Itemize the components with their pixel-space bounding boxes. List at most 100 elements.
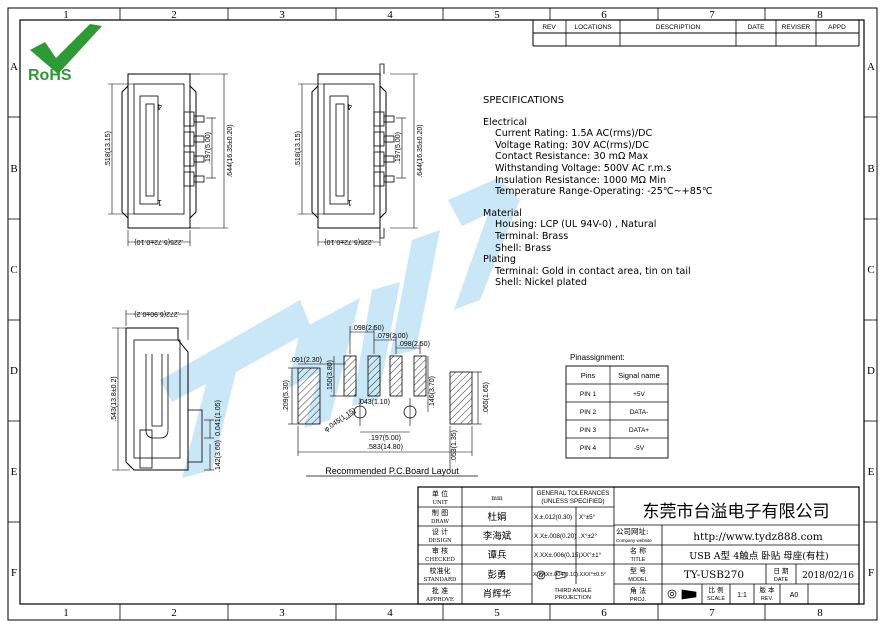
row-label: C	[867, 264, 874, 276]
col-label: 7	[709, 607, 715, 619]
pcb-dim: .197(5.00)	[369, 435, 401, 442]
col-label: 6	[601, 9, 607, 21]
drawn-label-en: DRAW	[431, 519, 449, 525]
spec-line: Shell: Brass	[495, 242, 552, 254]
pcb-dim: .053(1.35)	[451, 430, 458, 462]
date-label-en: DATE	[774, 577, 789, 583]
pcb-dim: .209(5.30)	[283, 380, 290, 412]
side-dim-top-width: .272(6.90±0.2)	[134, 310, 179, 317]
rev-label-en: REV.	[761, 596, 774, 602]
spec-line: Withstanding Voltage: 500V AC r.m.s	[495, 162, 672, 174]
spec-line: Temperature Range-Operating: -25℃~+85℃	[495, 186, 713, 198]
pin-cell: PIN 4	[580, 445, 597, 452]
row-label: A	[10, 61, 18, 73]
title-block	[417, 486, 860, 605]
pcb-dim: .146(3.70)	[429, 376, 436, 408]
row-label: B	[867, 163, 874, 175]
signal-cell: +5V	[633, 391, 645, 398]
projection-mini-symbol	[667, 589, 697, 600]
side-view-text: .272(6.90±0.2) .543(13.8±0.2) 0.041(1.05…	[111, 310, 222, 472]
spec-line: Voltage Rating: 30V AC(rms)/DC	[495, 139, 650, 151]
tolerance-angle: .XXX°±0.5°	[578, 572, 606, 578]
col-label: 7	[709, 9, 715, 21]
model-value: TY-USB270	[684, 569, 744, 581]
appd-header: APPD	[828, 24, 846, 31]
col-label: 4	[387, 9, 393, 21]
row-labels-left: A B C D E F	[10, 61, 18, 579]
material-heading: Material	[483, 207, 522, 219]
pcb-dim: .079(2.00)	[376, 333, 408, 340]
pcb-pad-right	[449, 371, 473, 425]
col-label: 4	[387, 607, 393, 619]
projection-symbol	[536, 570, 567, 580]
front-dim-lines	[108, 73, 228, 246]
tolerance-linear: X.±.012(0.30)	[534, 514, 572, 521]
title-block-text: 单 位 UNIT 制 图 DRAW 设 计 DESIGN 审 核 CHECKED…	[424, 489, 855, 603]
description-header: DESCRIPTION	[656, 24, 701, 31]
standard-label-en: STANDARD	[424, 577, 457, 583]
drawn-label-cn: 制 图	[432, 508, 448, 517]
rev-label-cn: 版 本	[759, 585, 775, 594]
watermark-logo	[160, 178, 520, 478]
angle-label-en: PROJ.	[630, 597, 647, 603]
rev-header: REV	[542, 24, 556, 31]
approve-label-cn: 批 准	[432, 586, 448, 595]
design-label-cn: 设 计	[432, 527, 448, 536]
col-label: 8	[817, 9, 823, 21]
projection-label: PROJECTION	[555, 595, 591, 601]
column-labels-bottom: 1 2 3 4 5 6 7 8	[63, 607, 823, 619]
tolerance-linear: X.XX±.006(0.15)	[534, 552, 581, 559]
pin-cell: PIN 3	[580, 427, 597, 434]
front-view	[108, 73, 228, 246]
pcb-pad-pin	[389, 355, 403, 397]
tolerance-angle: .XX°±1°	[579, 551, 602, 559]
pcb-pad-pin	[413, 355, 427, 397]
pcb-layout	[288, 326, 482, 470]
front-view-right-text: 4 1 .518(13.15) .197(5.00) .644(16.35±0.…	[295, 102, 424, 245]
spec-line: Terminal: Brass	[495, 230, 569, 242]
col-label: 5	[494, 607, 500, 619]
front-view-pins	[183, 111, 205, 187]
projection-label: THIRD ANGLE	[554, 588, 592, 594]
row-label: E	[11, 466, 18, 478]
front-view-right	[298, 63, 418, 246]
name-label-en: TITLE	[631, 557, 646, 563]
rohs-text: RoHS	[28, 67, 72, 84]
rev-value: A0	[790, 592, 799, 599]
website-label-cn: 公司网址:	[616, 526, 649, 536]
pcb-dim: .043(1.10)	[358, 399, 390, 406]
pin-header: Pins	[581, 371, 596, 380]
front-dim-inner-height: .518(13.15)	[295, 131, 302, 167]
pcb-pad-pin	[367, 355, 381, 397]
col-label: 2	[171, 9, 177, 21]
tolerance-title: GENERAL TOLERANCES	[537, 490, 610, 497]
front-dim-width: .225(5.72±0.10)	[134, 238, 183, 245]
col-label: 8	[817, 607, 823, 619]
plating-heading: Plating	[483, 254, 516, 266]
electrical-heading: Electrical	[483, 116, 528, 128]
standard-label-cn: 校准化	[430, 566, 451, 575]
pin-assignment-table: Pinassignment: Pins Signal name PIN 1 +5…	[565, 353, 669, 459]
date-header: DATE	[748, 24, 766, 31]
pcb-pad-pin	[343, 355, 357, 397]
front-dim-pin-span: .197(5.00)	[205, 132, 212, 164]
name-value: USB A型 4触点 卧贴 母座(有柱)	[689, 550, 828, 562]
col-label: 2	[171, 607, 177, 619]
row-labels-right: A B C D E F	[867, 61, 875, 579]
pin-cell: PIN 1	[580, 391, 597, 398]
checked-label-cn: 审 核	[432, 546, 448, 555]
website-value: http://www.tydz888.com	[693, 531, 823, 543]
tolerance-linear: X.XXX±.004(0.10)	[533, 572, 578, 578]
pcb-pad-left	[297, 367, 321, 425]
approve-value: 肖辉华	[483, 588, 512, 600]
tolerance-angle: .X°±2°	[579, 532, 597, 540]
design-label-en: DESIGN	[428, 538, 452, 544]
scale-value: 1:1	[737, 592, 747, 599]
col-label: 6	[601, 607, 607, 619]
front-dim-width: .225(5.72±0.10)	[324, 238, 373, 245]
row-label: F	[868, 567, 874, 579]
spec-line: Contact Resistance: 30 mΩ Max	[495, 151, 649, 163]
drawn-value: 杜娟	[487, 511, 506, 523]
scale-label-cn: 比 例	[708, 585, 723, 594]
